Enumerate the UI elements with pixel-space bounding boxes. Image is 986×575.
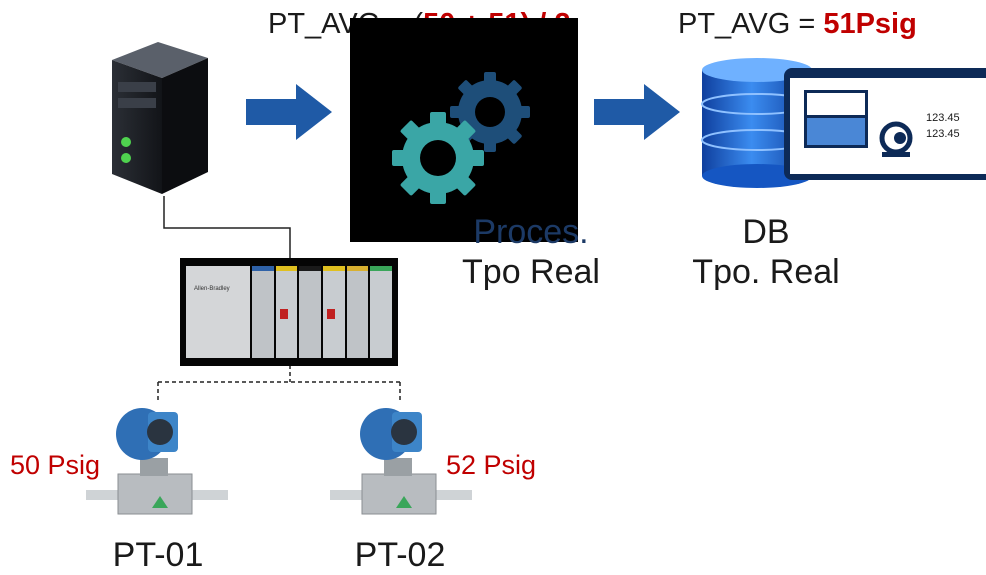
db-screen: 123.45 123.45 [790, 78, 986, 174]
tag-pt01: PT-01 [112, 536, 204, 574]
arrow-to-db [594, 84, 680, 140]
formula-result-value: 51Psig [823, 8, 917, 40]
reading-pt01: 50 Psig [10, 450, 101, 480]
db-screen-panel: 123.45 123.45 [784, 68, 986, 180]
plc-io-modules [252, 266, 393, 358]
plc-power-module: Allen-Bradley [186, 266, 250, 358]
process-box [350, 18, 578, 242]
process-label-line1: Proces. [473, 213, 589, 251]
formula-avg-result: PT_AVG = 51Psig [678, 8, 917, 41]
db-screen-values: 123.45 123.45 [926, 110, 960, 142]
reading-pt02: 52 Psig [446, 450, 537, 480]
arrow-to-process [246, 84, 332, 140]
formula-result-prefix: PT_AVG = [678, 8, 824, 40]
db-user-icon [879, 121, 913, 157]
db-label-line2: Tpo. Real [692, 253, 840, 291]
server-icon [112, 42, 208, 194]
gears-icon [392, 72, 530, 204]
db-screen-value-2: 123.45 [926, 128, 960, 140]
transmitter-icon-pt01 [86, 408, 228, 515]
db-label-line1: DB [742, 213, 790, 251]
process-label-line2: Tpo Real [462, 253, 600, 291]
db-screen-value-1: 123.45 [926, 112, 960, 124]
db-label: DB Tpo. Real [676, 212, 856, 292]
tag-pt02: PT-02 [354, 536, 446, 574]
plc-brand-label: Allen-Bradley [194, 286, 230, 292]
transmitter-icon-pt02 [330, 408, 472, 515]
process-label: Proces. Tpo Real [436, 212, 626, 292]
db-screen-window [804, 90, 868, 148]
plc-rack: Allen-Bradley [180, 258, 398, 366]
